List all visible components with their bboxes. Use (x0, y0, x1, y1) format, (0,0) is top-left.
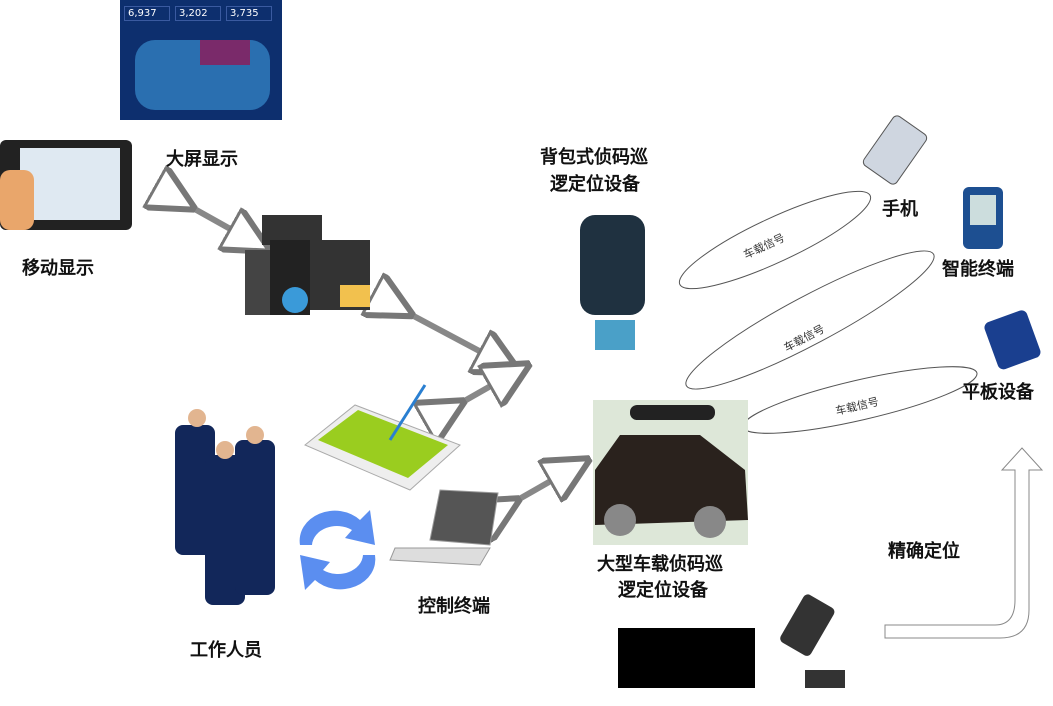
label-mobile-display: 移动显示 (22, 258, 94, 279)
up-arrow (884, 447, 1044, 639)
label-big-screen: 大屏显示 (166, 149, 238, 170)
dashboard-stat: 6,937 (124, 6, 170, 21)
servers-icon (245, 215, 370, 315)
refresh-icon (299, 510, 376, 590)
label-control-terminal: 控制终端 (418, 596, 490, 617)
label-smart-terminal: 智能终端 (942, 259, 1014, 280)
label-backpack-2: 逻定位设备 (550, 174, 640, 195)
double-arrows (175, 198, 570, 510)
label-vehicle-1: 大型车载侦码巡 (597, 554, 723, 575)
dashboard-stat: 3,735 (226, 6, 272, 21)
drawing-tablet-icon (304, 384, 461, 491)
laptop-icon (389, 489, 499, 566)
label-tablet-device: 平板设备 (962, 382, 1034, 403)
backpack-image (580, 215, 645, 350)
big-screen-dashboard-image: 6,937 3,202 3,735 (120, 0, 282, 120)
label-backpack-1: 背包式侦码巡 (540, 147, 648, 168)
pda-icon (963, 187, 1003, 249)
phone-icon (862, 115, 928, 185)
stat-value: 3,202 (179, 8, 208, 19)
label-vehicle-2: 逻定位设备 (618, 580, 708, 601)
police-officers-image (175, 409, 275, 605)
mobile-display-image (0, 140, 132, 230)
signal-ellipses (678, 190, 978, 434)
stat-value: 3,735 (230, 8, 259, 19)
label-staff: 工作人员 (190, 640, 262, 661)
stat-value: 6,937 (128, 8, 157, 19)
label-precise-location: 精确定位 (888, 541, 960, 562)
black-box-device (618, 628, 755, 688)
label-phone: 手机 (882, 199, 918, 220)
dashboard-stat: 3,202 (175, 6, 221, 21)
hand-phone-icon (780, 594, 845, 688)
car-image (593, 400, 748, 545)
tablet-device-icon (984, 310, 1041, 370)
map-highlight (200, 40, 250, 65)
